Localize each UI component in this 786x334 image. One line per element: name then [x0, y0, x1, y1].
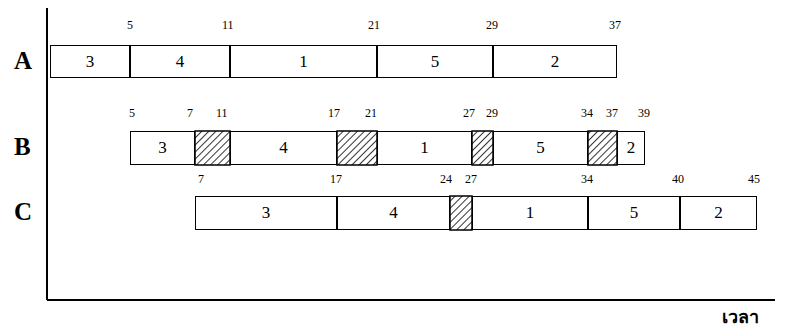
axis-title: เวลา: [722, 308, 759, 326]
job-number: 4: [279, 138, 288, 158]
time-tick: 11: [216, 107, 228, 119]
time-tick: 7: [198, 173, 204, 185]
time-tick: 37: [609, 19, 621, 31]
job-number: 1: [299, 52, 308, 72]
machine-label: A: [14, 48, 32, 73]
job-number: 3: [86, 52, 95, 72]
job-number: 1: [526, 203, 535, 223]
job-block: 2: [680, 196, 757, 230]
idle-block: [195, 131, 230, 165]
job-block: 5: [588, 196, 680, 230]
time-tick: 37: [606, 107, 618, 119]
job-block: 2: [493, 45, 617, 78]
vertical-axis: [46, 8, 48, 300]
job-number: 2: [714, 203, 723, 223]
time-tick: 7: [187, 107, 193, 119]
job-block: 1: [377, 131, 472, 165]
idle-block: [337, 131, 377, 165]
time-tick: 5: [129, 107, 135, 119]
job-block: 3: [50, 45, 130, 78]
job-block: 1: [230, 45, 377, 78]
time-tick: 27: [465, 173, 477, 185]
job-number: 3: [158, 138, 167, 158]
time-tick: 39: [638, 107, 650, 119]
idle-block: [472, 131, 493, 165]
idle-block: [588, 131, 617, 165]
job-block: 3: [130, 131, 195, 165]
time-tick: 17: [330, 173, 342, 185]
time-tick: 27: [463, 107, 475, 119]
time-tick: 29: [486, 107, 498, 119]
time-tick: 21: [368, 19, 380, 31]
job-block: 4: [130, 45, 230, 78]
job-block: 2: [617, 131, 645, 165]
time-tick: 21: [365, 107, 377, 119]
job-number: 2: [551, 52, 560, 72]
machine-label: B: [14, 134, 31, 159]
job-block: 5: [377, 45, 493, 78]
time-tick: 45: [748, 173, 760, 185]
time-tick: 40: [672, 173, 684, 185]
job-block: 5: [493, 131, 588, 165]
job-number: 5: [431, 52, 440, 72]
job-number: 3: [262, 203, 271, 223]
job-number: 4: [176, 52, 185, 72]
job-block: 3: [195, 196, 337, 230]
time-tick: 5: [127, 19, 133, 31]
job-number: 5: [536, 138, 545, 158]
idle-block: [450, 196, 472, 230]
job-number: 5: [630, 203, 639, 223]
time-tick: 24: [440, 173, 452, 185]
job-number: 2: [627, 138, 636, 158]
job-block: 1: [472, 196, 588, 230]
time-tick: 34: [581, 107, 593, 119]
time-axis: [47, 299, 775, 301]
time-tick: 34: [581, 173, 593, 185]
time-tick: 29: [486, 19, 498, 31]
job-number: 1: [420, 138, 429, 158]
job-block: 4: [337, 196, 450, 230]
machine-label: C: [14, 199, 32, 224]
time-tick: 11: [222, 19, 234, 31]
job-number: 4: [389, 203, 398, 223]
time-tick: 17: [328, 107, 340, 119]
job-block: 4: [230, 131, 337, 165]
